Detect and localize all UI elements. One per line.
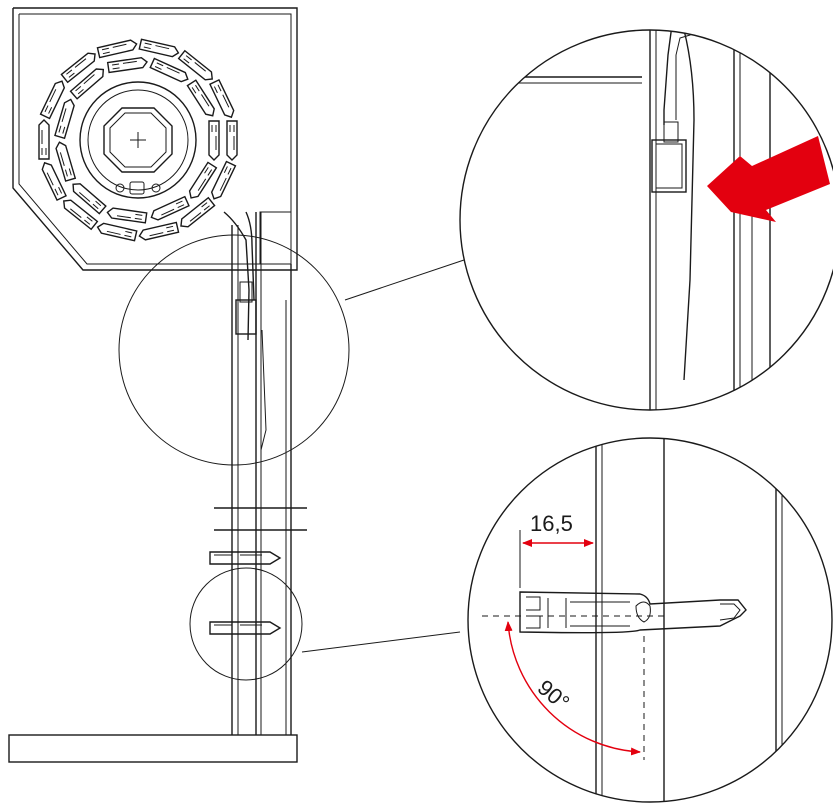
detail-circle-top [118, 234, 350, 466]
dimension-angle-label: 90° [533, 675, 575, 716]
coiled-slat [177, 49, 214, 81]
dimension-width-label: 16,5 [530, 511, 573, 536]
roller-box [12, 7, 298, 271]
coiled-slat [55, 141, 77, 182]
coiled-slat [149, 57, 189, 83]
lower-slats [209, 551, 282, 635]
coiled-slat [41, 161, 67, 202]
coiled-slat [180, 196, 216, 228]
slat-coil [38, 38, 238, 242]
coiled-slat [38, 119, 50, 160]
leader-line-top [344, 259, 465, 301]
coiled-slat [188, 161, 218, 199]
coiled-slat [210, 160, 237, 200]
coiled-slat [150, 195, 190, 221]
coiled-slat [226, 120, 238, 161]
coiled-slat [60, 52, 96, 84]
guide-rail [223, 211, 292, 735]
zoom-detail-top [459, 29, 833, 411]
coiled-slat [96, 222, 138, 242]
coiled-slat [138, 221, 180, 241]
break-lines [214, 507, 307, 531]
coiled-slat [54, 98, 75, 140]
leader-line-bottom [301, 631, 461, 653]
window-sill [8, 734, 298, 763]
detail-circle-bottom [189, 567, 303, 681]
coiled-slat [209, 78, 235, 119]
coiled-slat [39, 80, 66, 120]
coiled-slat [106, 207, 148, 224]
coiled-slat [62, 199, 99, 231]
coiled-slat [96, 39, 138, 59]
coiled-slat [69, 68, 105, 100]
coiled-slat [186, 79, 215, 117]
roller-axle [79, 81, 197, 199]
red-arrow-icon [707, 136, 830, 222]
coiled-slat [106, 56, 148, 74]
coiled-slat [208, 120, 220, 161]
zoom-detail-bottom: 16,5 90° [467, 437, 833, 803]
coiled-slat [138, 38, 180, 58]
coiled-slat [72, 183, 107, 215]
